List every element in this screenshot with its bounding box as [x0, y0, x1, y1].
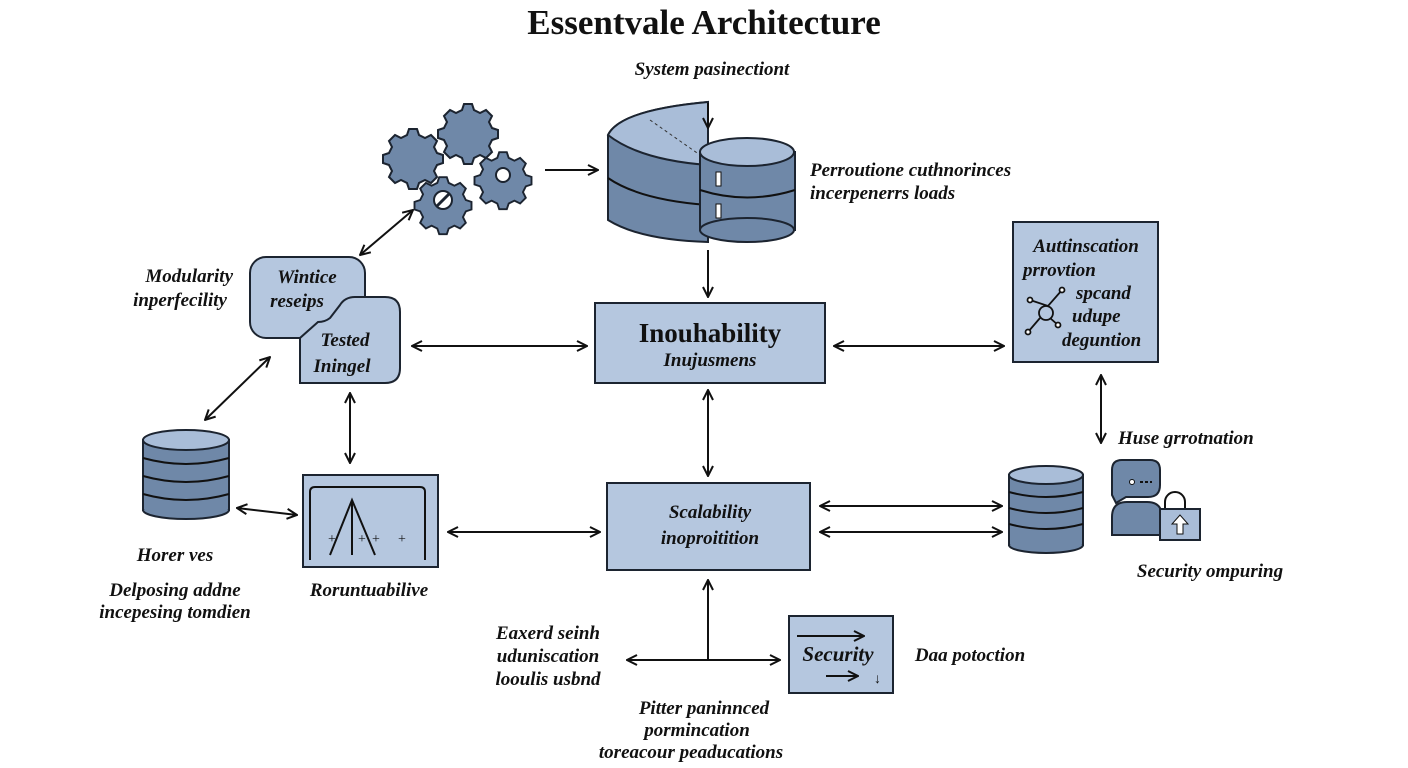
huse-label: Huse grrotnation — [1117, 428, 1254, 449]
footer-text: Pitter paninnced — [638, 698, 770, 719]
cards: Wintice reseips Tested Iningel — [249, 256, 401, 384]
auth-text: prrovtion — [1021, 260, 1096, 281]
svg-text:+: + — [398, 532, 406, 547]
scalability-box: Scalability inoproitition — [606, 482, 811, 571]
footer-text: toreacour peaducations — [599, 742, 783, 763]
database-icon — [142, 429, 230, 520]
modularity-label: inperfecility — [133, 290, 227, 311]
arrow — [205, 357, 270, 420]
card-text: Tested — [321, 330, 370, 351]
center-box-subtitle: Inujusmens — [663, 350, 757, 371]
chart-panel-label: Roruntuabilive — [309, 580, 429, 601]
auth-text: spcand — [1075, 283, 1131, 304]
security-box: Security ↓ — [788, 615, 894, 694]
bottom-left-text: uduniscation — [497, 646, 599, 667]
svg-text:↓: ↓ — [874, 672, 881, 687]
performance-text: Perroutione cuthnorinces — [809, 160, 1011, 181]
db-label: Horer ves — [136, 545, 214, 566]
modularity-label: Modularity — [144, 266, 233, 287]
auth-text: Auttinscation — [1032, 236, 1139, 257]
svg-text:+: + — [372, 532, 380, 547]
database-icon — [1008, 465, 1084, 554]
arrow — [237, 508, 297, 515]
auth-box: Auttinscation prrovtion spcand udupe deg… — [1012, 221, 1159, 363]
chart-panel-icon: + + + + — [302, 474, 439, 568]
db-label: incepesing tomdien — [99, 602, 250, 623]
auth-text: deguntion — [1062, 330, 1141, 351]
svg-text:+: + — [358, 532, 366, 547]
diagram-title: Essentvale Architecture — [527, 3, 881, 42]
disk-cylinder-icon — [606, 100, 796, 244]
arrow — [360, 210, 413, 255]
user-icon — [1111, 459, 1163, 536]
scalability-subtitle: inoproitition — [661, 528, 759, 549]
scalability-title: Scalability — [669, 502, 752, 523]
footer-text: pormincation — [642, 720, 750, 741]
gear-icon — [382, 103, 533, 236]
card-text: Wintice — [277, 267, 337, 288]
card-text: Iningel — [312, 356, 371, 377]
security-computing-label: Security ompuring — [1137, 561, 1283, 582]
card-text: reseips — [270, 291, 324, 312]
data-protection-label: Daa potoction — [914, 645, 1025, 666]
network-icon — [1024, 286, 1066, 336]
auth-text: udupe — [1072, 306, 1121, 327]
db-label: Delposing addne — [108, 580, 241, 601]
center-box-title: Inouhability — [639, 318, 782, 348]
security-box-label: Security — [802, 642, 874, 666]
system-label: System pasinectiont — [635, 59, 790, 80]
svg-text:+: + — [328, 532, 336, 547]
performance-text: incerpenerrs loads — [810, 183, 955, 204]
bottom-left-text: looulis usbnd — [495, 669, 601, 690]
center-box: Inouhability Inujusmens — [594, 302, 826, 384]
bottom-left-text: Eaxerd seinh — [495, 623, 600, 644]
lock-icon — [1159, 491, 1201, 541]
